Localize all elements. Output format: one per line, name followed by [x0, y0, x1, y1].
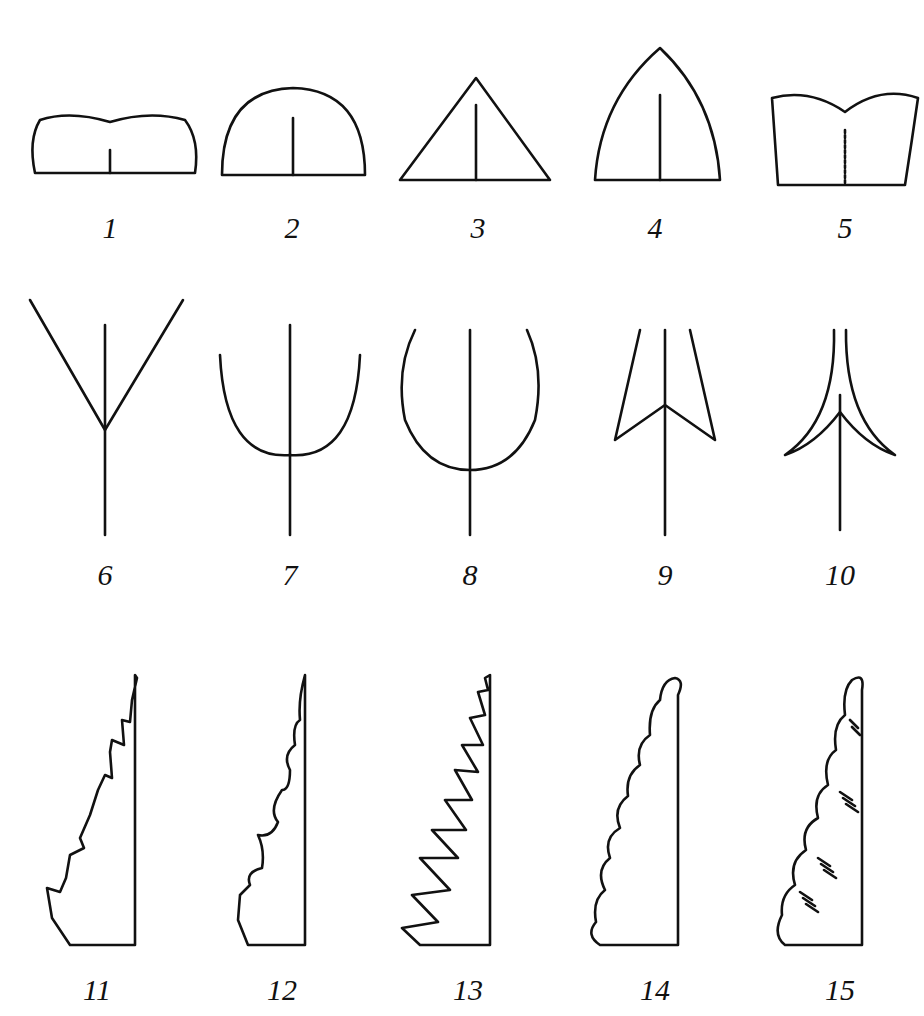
callout-number: 11 — [83, 975, 111, 1005]
callout-number: 10 — [825, 560, 855, 590]
leaf-base-outline — [30, 300, 183, 535]
leaf-outline — [595, 48, 720, 180]
callout-number: 12 — [267, 975, 297, 1005]
leaf-margin — [47, 675, 137, 945]
midrib-line — [839, 395, 842, 530]
midrib-line — [664, 330, 667, 535]
callout-number: 15 — [825, 975, 855, 1005]
leaf-base-outline — [402, 330, 539, 535]
callout-number: 5 — [838, 213, 853, 243]
leaf-outline — [222, 88, 365, 175]
leaf-outline — [400, 78, 550, 180]
leaf-outline — [772, 94, 918, 185]
callout-number: 7 — [283, 560, 298, 590]
leaf-outline — [595, 48, 720, 180]
leaf-margin — [238, 675, 305, 945]
leaf-outline — [32, 115, 196, 173]
callout-number: 1 — [103, 213, 118, 243]
leaf-margin — [402, 675, 490, 945]
midrib-line — [844, 130, 847, 185]
callout-number: 14 — [640, 975, 670, 1005]
midrib-line — [469, 330, 472, 535]
midrib-line — [475, 105, 478, 180]
leaf-outline — [772, 94, 918, 185]
callout-number: 4 — [648, 213, 663, 243]
leaf-margin — [778, 678, 863, 945]
callout-number: 8 — [463, 560, 478, 590]
callout-number: 3 — [471, 213, 486, 243]
leaf-margin — [778, 678, 863, 945]
leaf-outline — [32, 115, 196, 173]
midrib-line — [289, 325, 292, 535]
midrib-line — [659, 95, 662, 180]
leaf-base-outline — [30, 300, 183, 430]
leaf-base-outline — [220, 325, 360, 535]
leaf-outline — [222, 88, 365, 175]
midrib-line — [104, 325, 107, 535]
leaf-base-outline — [615, 330, 715, 535]
callout-number: 2 — [285, 213, 300, 243]
hatching — [800, 720, 860, 912]
leaf-margin — [591, 678, 681, 945]
leaf-base-outline — [785, 330, 895, 530]
midrib-line — [109, 150, 112, 173]
leaf-outline — [400, 78, 550, 180]
callout-number: 13 — [453, 975, 483, 1005]
callout-number: 9 — [658, 560, 673, 590]
callout-number: 6 — [98, 560, 113, 590]
midrib-line — [292, 118, 295, 175]
